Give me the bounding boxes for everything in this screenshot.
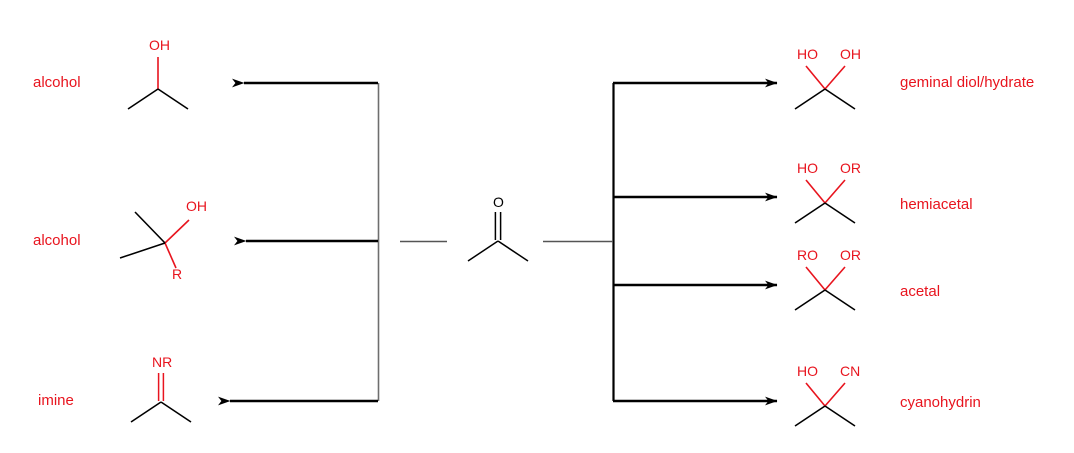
acetone-methyl-right <box>497 240 529 262</box>
gemdiol-c-oh-bond <box>824 65 846 90</box>
molecule-acetal <box>794 266 856 311</box>
molecule-cyanohydrin <box>794 382 856 427</box>
acetal-c-or-bond <box>824 266 846 291</box>
tertalcohol-c-r-bond <box>164 242 177 269</box>
molecule-geminal-diol <box>794 65 856 110</box>
molecule-imine <box>130 373 192 423</box>
cyanohydrin-methyl-left <box>794 405 826 427</box>
molecule-tertiary-alcohol <box>119 211 190 269</box>
isopropanol-methyl-left <box>127 88 159 110</box>
atom-label-tertalcohol-oh: OH <box>186 198 207 214</box>
hemiacetal-c-ho-bond <box>805 179 826 204</box>
atom-label-gemdiol-ho: HO <box>797 46 818 62</box>
gemdiol-methyl-left <box>794 88 826 110</box>
gemdiol-methyl-right <box>824 88 856 110</box>
left-branch-connector <box>218 78 380 406</box>
imine-methyl-right <box>160 401 192 423</box>
tertalcohol-methyl-down <box>119 242 166 259</box>
atom-label-acetone-oxygen: O <box>493 194 504 210</box>
atom-label-acetal-ro: RO <box>797 247 818 263</box>
atom-label-acetal-or: OR <box>840 247 861 263</box>
atom-label-hemiacetal-ho: HO <box>797 160 818 176</box>
acetal-c-ro-bond <box>805 266 826 291</box>
tertalcohol-c-oh-bond <box>164 219 190 244</box>
tertalcohol-methyl-up <box>134 211 166 244</box>
atom-label-tertalcohol-r: R <box>172 266 183 282</box>
product-label-alcohol-1: alcohol <box>33 74 81 91</box>
product-label-geminal-diol: geminal diol/hydrate <box>900 74 1035 91</box>
hemiacetal-methyl-left <box>794 202 826 224</box>
cyanohydrin-c-cn-bond <box>824 382 846 407</box>
molecule-acetone <box>467 212 529 262</box>
atom-label-isopropanol-oh: OH <box>149 37 170 53</box>
hemiacetal-c-or-bond <box>824 179 846 204</box>
cyanohydrin-methyl-right <box>824 405 856 427</box>
isopropanol-methyl-right <box>157 88 189 110</box>
atom-label-imine-nr: NR <box>152 354 173 370</box>
cyanohydrin-c-ho-bond <box>805 382 826 407</box>
product-label-imine: imine <box>38 392 74 409</box>
product-label-acetal: acetal <box>900 283 941 300</box>
acetal-methyl-left <box>794 289 826 311</box>
right-branch-connector <box>612 78 778 406</box>
hemiacetal-methyl-right <box>824 202 856 224</box>
product-label-cyanohydrin: cyanohydrin <box>900 394 981 411</box>
product-label-alcohol-2: alcohol <box>33 232 81 249</box>
atom-label-gemdiol-oh: OH <box>840 46 861 62</box>
product-label-hemiacetal: hemiacetal <box>900 196 973 213</box>
imine-methyl-left <box>130 401 162 423</box>
gemdiol-c-ho-bond <box>805 65 826 90</box>
acetone-methyl-left <box>467 240 499 262</box>
molecule-isopropanol <box>127 57 189 110</box>
acetal-methyl-right <box>824 289 856 311</box>
molecule-hemiacetal <box>794 179 856 224</box>
atom-label-hemiacetal-or: OR <box>840 160 861 176</box>
atom-label-cyanohydrin-ho: HO <box>797 363 818 379</box>
atom-label-cyanohydrin-cn: CN <box>840 363 861 379</box>
